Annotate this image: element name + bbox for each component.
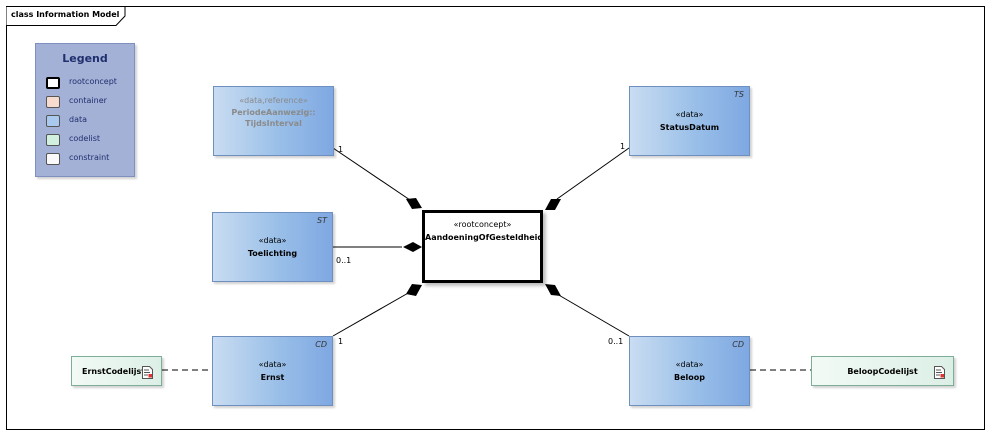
legend-swatch-data	[46, 115, 60, 127]
class-stereotype: «data»	[675, 110, 704, 119]
diamond-beloop	[545, 284, 561, 296]
legend-label: rootconcept	[69, 77, 117, 86]
connector-beloop	[556, 293, 630, 337]
class-name: Ernst	[260, 373, 285, 382]
multiplicity-toelichting: 0..1	[336, 256, 352, 265]
class-toelichting[interactable]: ST «data» Toelichting	[212, 212, 333, 282]
connector-status	[556, 147, 630, 200]
class-beloop[interactable]: CD «data» Beloop	[629, 336, 750, 406]
diamond-toelichting	[403, 242, 422, 252]
multiplicity-beloop: 0..1	[608, 337, 624, 346]
legend-swatch-constraint	[46, 153, 60, 165]
class-stereotype: «data»	[258, 236, 287, 245]
multiplicity-status: 1	[620, 142, 626, 151]
codelist-name: BeloopCodelijst	[847, 367, 918, 376]
class-name: AandoeningOfGesteldheid	[425, 233, 544, 242]
legend-swatch-rootconcept	[46, 77, 60, 89]
diamond-ernst	[406, 284, 422, 296]
document-icon	[934, 364, 945, 383]
class-name: StatusDatum	[659, 123, 720, 132]
class-type-tag: ST	[317, 216, 327, 225]
diagram-frame-tab	[6, 6, 126, 26]
codelist-beloop[interactable]: BeloopCodelijst	[811, 356, 954, 386]
class-status-datum[interactable]: TS «data» StatusDatum	[629, 86, 750, 156]
class-name: Beloop	[674, 373, 705, 382]
codelist-ernst[interactable]: ErnstCodelijst	[71, 356, 162, 386]
diagram-frame	[6, 6, 985, 430]
class-name: PeriodeAanwezig::	[231, 108, 316, 117]
class-name-line2: TijdsInterval	[245, 119, 302, 128]
class-stereotype: «rootconcept»	[453, 220, 512, 229]
class-type-tag: CD	[315, 340, 327, 349]
legend-label: codelist	[69, 134, 101, 143]
codelist-name: ErnstCodelijst	[82, 367, 146, 376]
multiplicity-periode: 1	[338, 145, 344, 154]
diamond-periode	[406, 198, 422, 209]
class-name: Toelichting	[247, 249, 298, 258]
class-type-tag: CD	[732, 340, 744, 349]
legend: Legend rootconcept container data codeli…	[35, 43, 135, 177]
legend-swatch-codelist	[46, 134, 60, 146]
class-stereotype: «data»	[675, 360, 704, 369]
legend-label: data	[69, 115, 88, 124]
legend-swatch-container	[46, 96, 60, 108]
diagram-title: class Information Model	[11, 10, 120, 19]
class-stereotype: «data»	[258, 360, 287, 369]
class-aandoening-of-gesteldheid[interactable]: «rootconcept» AandoeningOfGesteldheid	[422, 210, 543, 283]
connector-periode	[332, 147, 411, 201]
document-icon	[142, 364, 153, 383]
class-periode-aanwezig[interactable]: «data,reference» PeriodeAanwezig:: Tijds…	[213, 86, 334, 156]
legend-label: container	[69, 96, 107, 105]
multiplicity-ernst: 1	[338, 337, 344, 346]
class-type-tag: TS	[734, 90, 744, 99]
diamond-status	[545, 199, 561, 210]
legend-label: constraint	[69, 153, 110, 162]
class-stereotype: «data,reference»	[239, 96, 308, 105]
legend-title: Legend	[62, 52, 108, 65]
connector-ernst	[332, 291, 411, 337]
class-ernst[interactable]: CD «data» Ernst	[212, 336, 333, 406]
